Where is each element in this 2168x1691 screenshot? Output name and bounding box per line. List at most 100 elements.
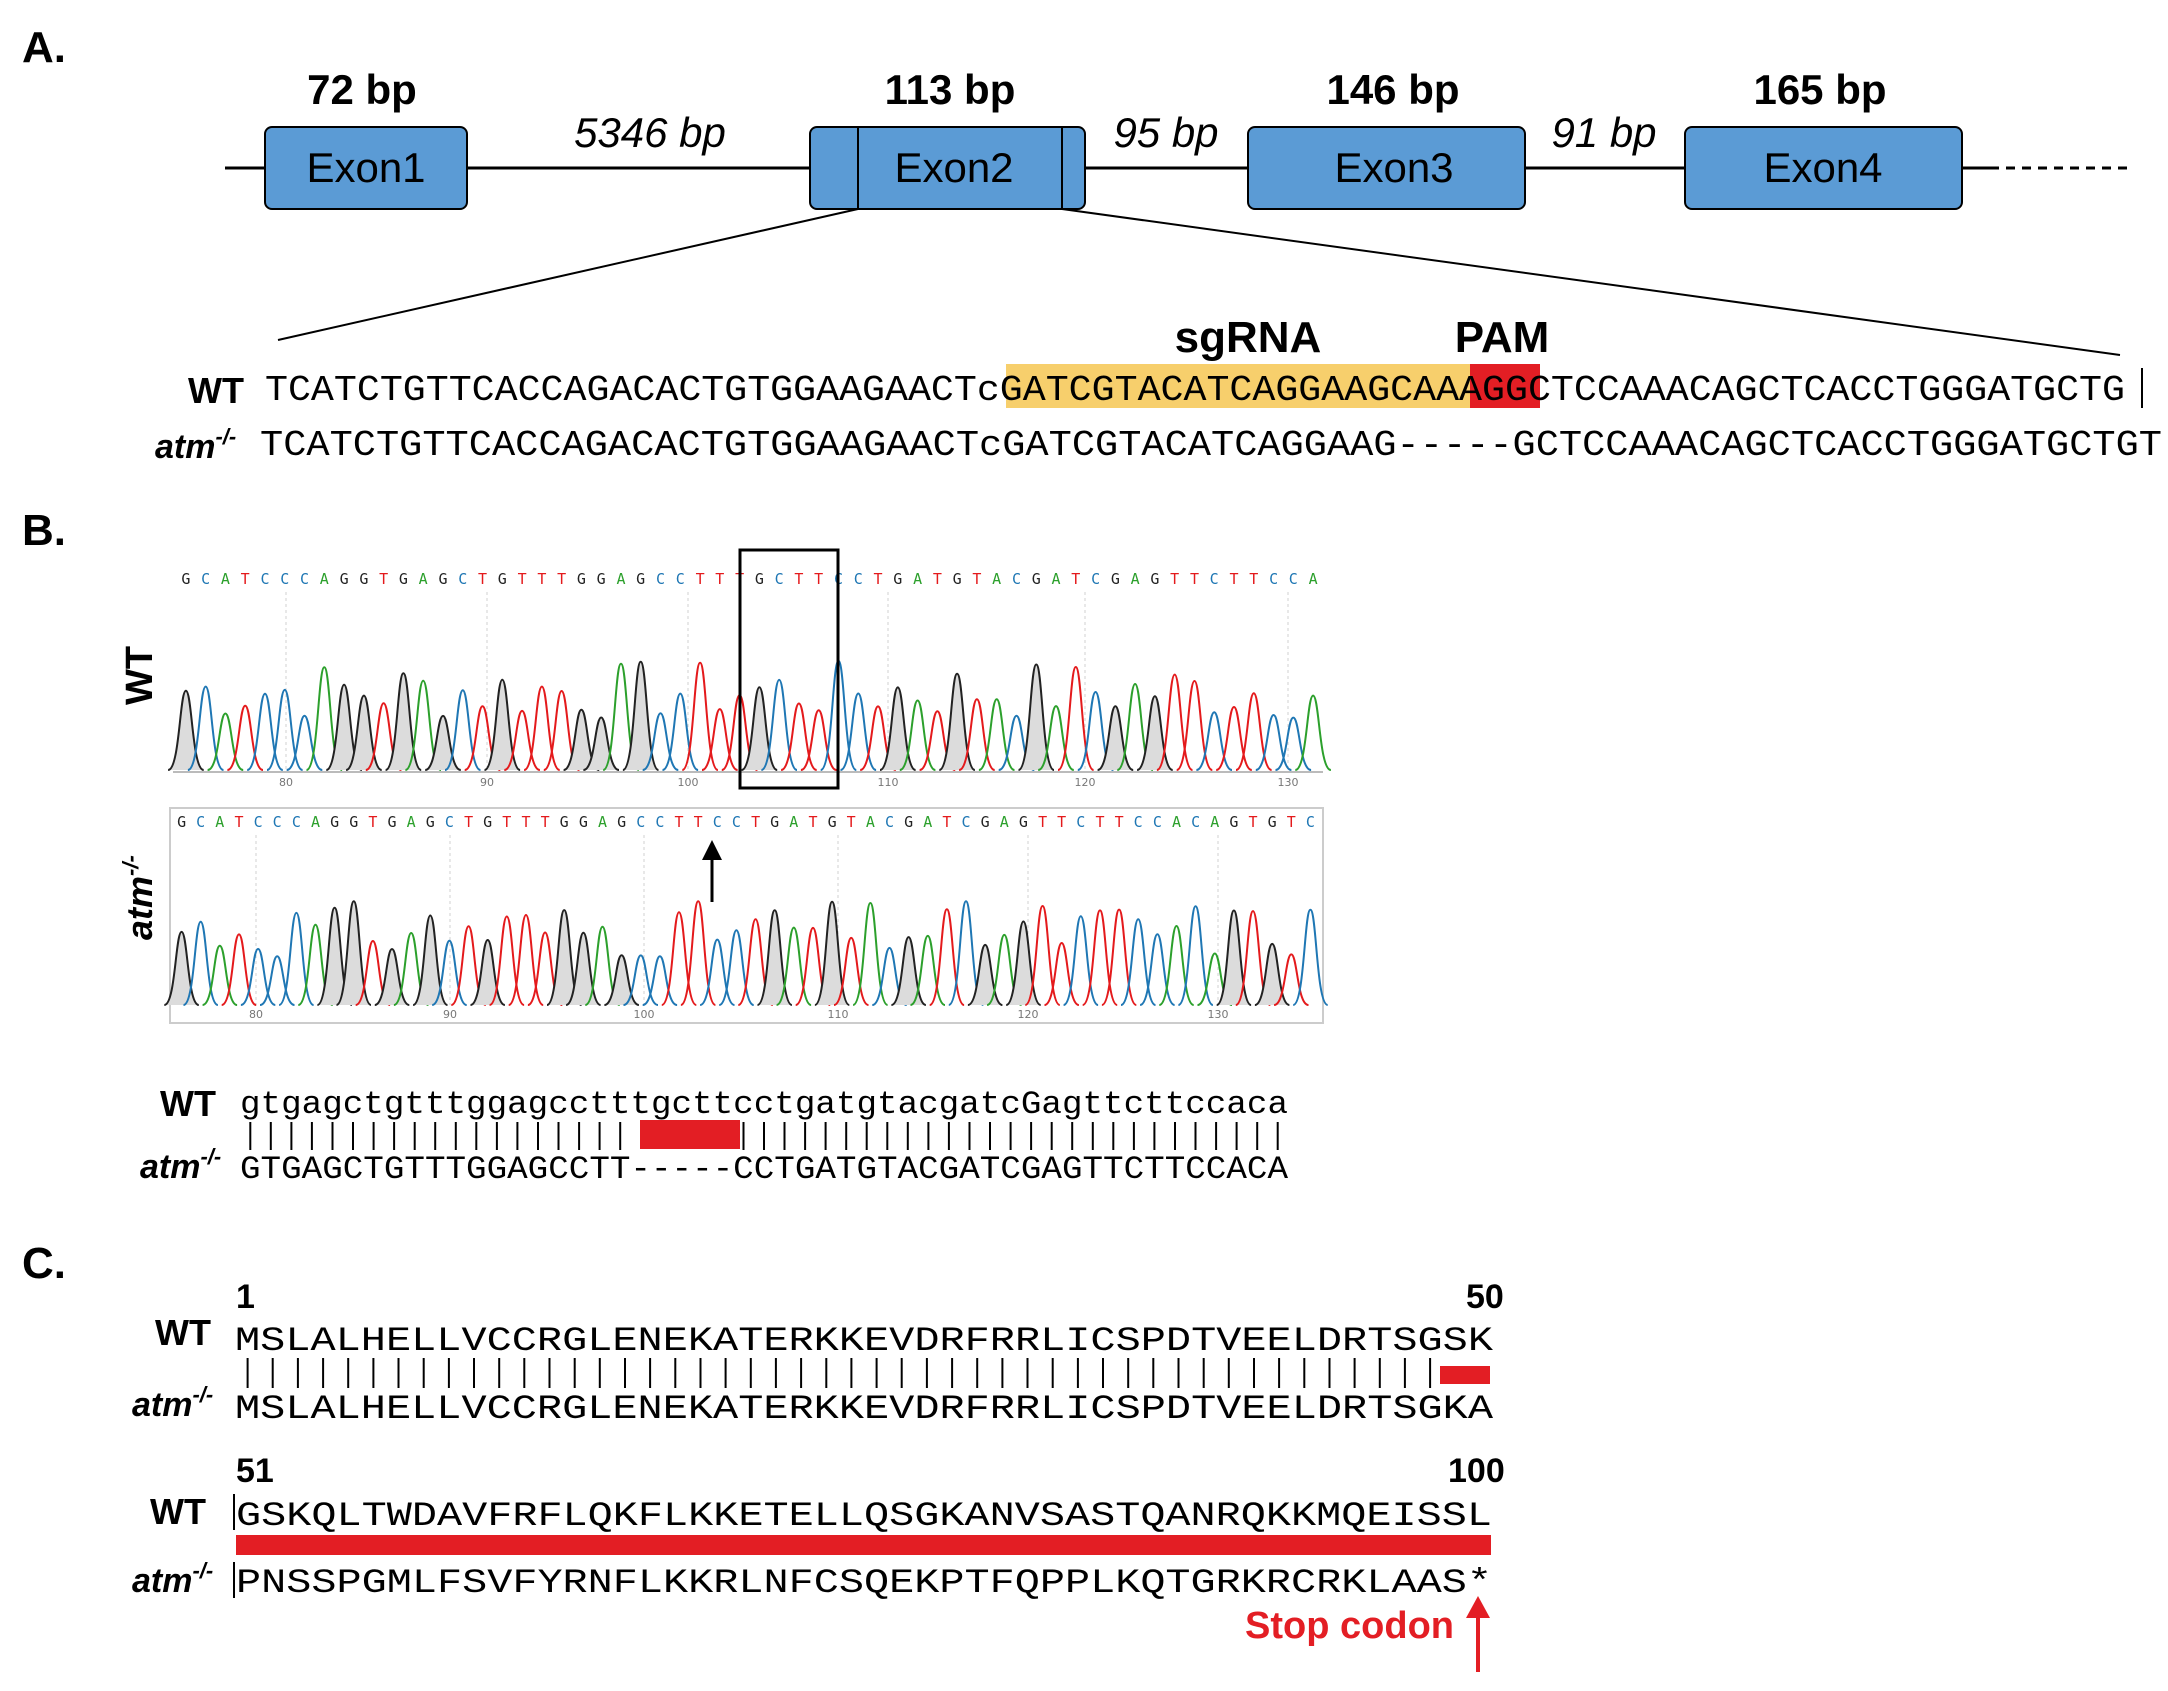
wt-trace-base-call: A — [419, 570, 428, 588]
wt-trace-peak — [1176, 679, 1213, 771]
mut-trace-base-call: A — [1000, 813, 1009, 831]
mut-trace-peak — [813, 900, 851, 1006]
wt-trace-base-call: A — [1051, 570, 1060, 588]
wt-trace-base-call: T — [814, 570, 823, 588]
wt-trace-base-call: C — [1012, 570, 1021, 588]
zoom-line-right — [1061, 208, 2121, 356]
wt-trace-peak — [1057, 665, 1095, 771]
row2-mut-sequence: PNSSPGMLFSVFYRNFLKKRLNFCSQEKPTFQPPLKQTGR… — [236, 1565, 1492, 1603]
panel-b-wt-label: WT — [119, 646, 161, 705]
sgrna-label: sgRNA — [1175, 313, 1322, 362]
row2-wt-label: WT — [150, 1491, 206, 1532]
mut-trace-base-call: G — [426, 813, 435, 831]
wt-trace-peak — [879, 686, 917, 771]
mut-trace-base-call: C — [273, 813, 282, 831]
wt-trace-base-call: G — [597, 570, 606, 588]
row2-end-index: 100 — [1448, 1452, 1505, 1490]
mut-trace-base-call: C — [292, 813, 301, 831]
stop-codon-arrowhead — [1466, 1596, 1490, 1618]
wt-trace-peak — [286, 714, 323, 771]
mut-trace-base-call: C — [885, 813, 894, 831]
panel-b-mut-label: atm-/- — [118, 855, 160, 940]
mut-trace-peak — [584, 925, 621, 1006]
mut-trace-base-call: G — [617, 813, 626, 831]
mut-trace-base-call: C — [732, 813, 741, 831]
pam-label: PAM — [1455, 313, 1550, 362]
mut-trace-base-call: T — [942, 813, 951, 831]
mut-trace-tick-label: 80 — [249, 1008, 263, 1021]
panel-a-label: A. — [22, 23, 66, 72]
mut-trace-peak — [412, 914, 449, 1006]
pam-highlight — [1470, 364, 1540, 408]
mut-trace-base-call: C — [1076, 813, 1085, 831]
row1-end-index: 50 — [1466, 1278, 1504, 1316]
wt-trace-base-call: G — [577, 570, 586, 588]
mut-trace-base-call: C — [655, 813, 664, 831]
wt-trace-tick-label: 110 — [878, 776, 899, 789]
mut-trace-base-call: G — [828, 813, 837, 831]
wt-trace-base-call: T — [379, 570, 388, 588]
mut-trace-peak — [278, 911, 315, 1006]
wt-trace-base-call: T — [715, 570, 724, 588]
mut-trace-base-call: G — [770, 813, 779, 831]
mut-trace-tick-label: 110 — [828, 1008, 849, 1021]
wt-trace-peak — [404, 679, 442, 771]
mut-trace-base-call: A — [1210, 813, 1219, 831]
mut-trace-base-call: T — [368, 813, 377, 831]
panel-b-align-wt-sequence: gtgagctgtttggagcctttgcttcctgatgtacgatcGa… — [240, 1086, 1288, 1123]
wt-trace-tick-label: 130 — [1278, 776, 1299, 789]
wt-trace-base-call: G — [399, 570, 408, 588]
sgrna-highlight — [1006, 364, 1470, 408]
exon4-box — [1684, 126, 1963, 210]
mut-trace-peak — [909, 934, 946, 1006]
mut-trace-peak — [1234, 910, 1272, 1006]
wt-trace-base-call: A — [221, 570, 230, 588]
mut-trace-frame — [169, 807, 1324, 1024]
wt-trace-peak — [187, 685, 225, 771]
mut-trace-peak — [1043, 941, 1080, 1006]
wt-trace-base-call: G — [340, 570, 349, 588]
wt-trace-peak — [681, 661, 719, 771]
mut-trace-base-call: T — [521, 813, 530, 831]
exon4-size: 165 bp — [1753, 66, 1886, 113]
panel-b-align-mut-sequence: GTGAGCTGTTTGGAGCCTT-----CCTGATGTACGATCGA… — [240, 1151, 1289, 1188]
wt-trace-base-call: T — [873, 570, 882, 588]
mut-trace-base-call: T — [234, 813, 243, 831]
panel-b-align-wt-label: WT — [160, 1083, 216, 1124]
mut-trace-base-call: A — [598, 813, 607, 831]
wt-trace-base-call: C — [280, 570, 289, 588]
wt-trace-peak — [503, 709, 541, 771]
wt-trace-base-call: T — [696, 570, 705, 588]
row1-mut-sequence: MSLALHELLVCCRGLENEKATERKKEVDRFRRLICSPDTV… — [235, 1391, 1494, 1429]
mut-trace-tick-label: 90 — [443, 1008, 457, 1021]
wt-trace-base-call: T — [1170, 570, 1179, 588]
mut-trace-base-call: T — [694, 813, 703, 831]
wt-trace-base-call: G — [636, 570, 645, 588]
intron2-size: 95 bp — [1113, 109, 1218, 156]
panel-b-label: B. — [22, 506, 66, 555]
mut-trace-base-call: T — [847, 813, 856, 831]
mut-trace-base-call: T — [1115, 813, 1124, 831]
mut-trace-base-call: G — [1229, 813, 1238, 831]
mut-trace-base-call: C — [445, 813, 454, 831]
wt-trace-base-call: C — [656, 570, 665, 588]
wt-trace-tick-label: 120 — [1075, 776, 1096, 789]
wt-trace-peak — [1294, 694, 1332, 771]
exon4-label: Exon4 — [1763, 144, 1882, 191]
exon1-size: 72 bp — [307, 66, 417, 113]
panel-b-alignment-bars — [249, 1122, 1279, 1150]
mut-trace-base-call: C — [196, 813, 205, 831]
mut-trace-base-call: G — [177, 813, 186, 831]
mut-trace-base-call: G — [1019, 813, 1028, 831]
mut-trace-base-call: T — [1287, 813, 1296, 831]
wt-trace-tick-label: 80 — [279, 776, 293, 789]
row1-start-index: 1 — [236, 1278, 255, 1316]
mut-trace-base-call: G — [387, 813, 396, 831]
wt-trace-base-call: C — [1210, 570, 1219, 588]
wt-trace-base-call: A — [320, 570, 329, 588]
mut-trace-tick-label: 100 — [634, 1008, 655, 1021]
mut-trace-base-call: A — [311, 813, 320, 831]
wt-trace-base-call: T — [933, 570, 942, 588]
wt-trace-base-call: G — [953, 570, 962, 588]
stop-codon-label: Stop codon — [1245, 1605, 1454, 1647]
